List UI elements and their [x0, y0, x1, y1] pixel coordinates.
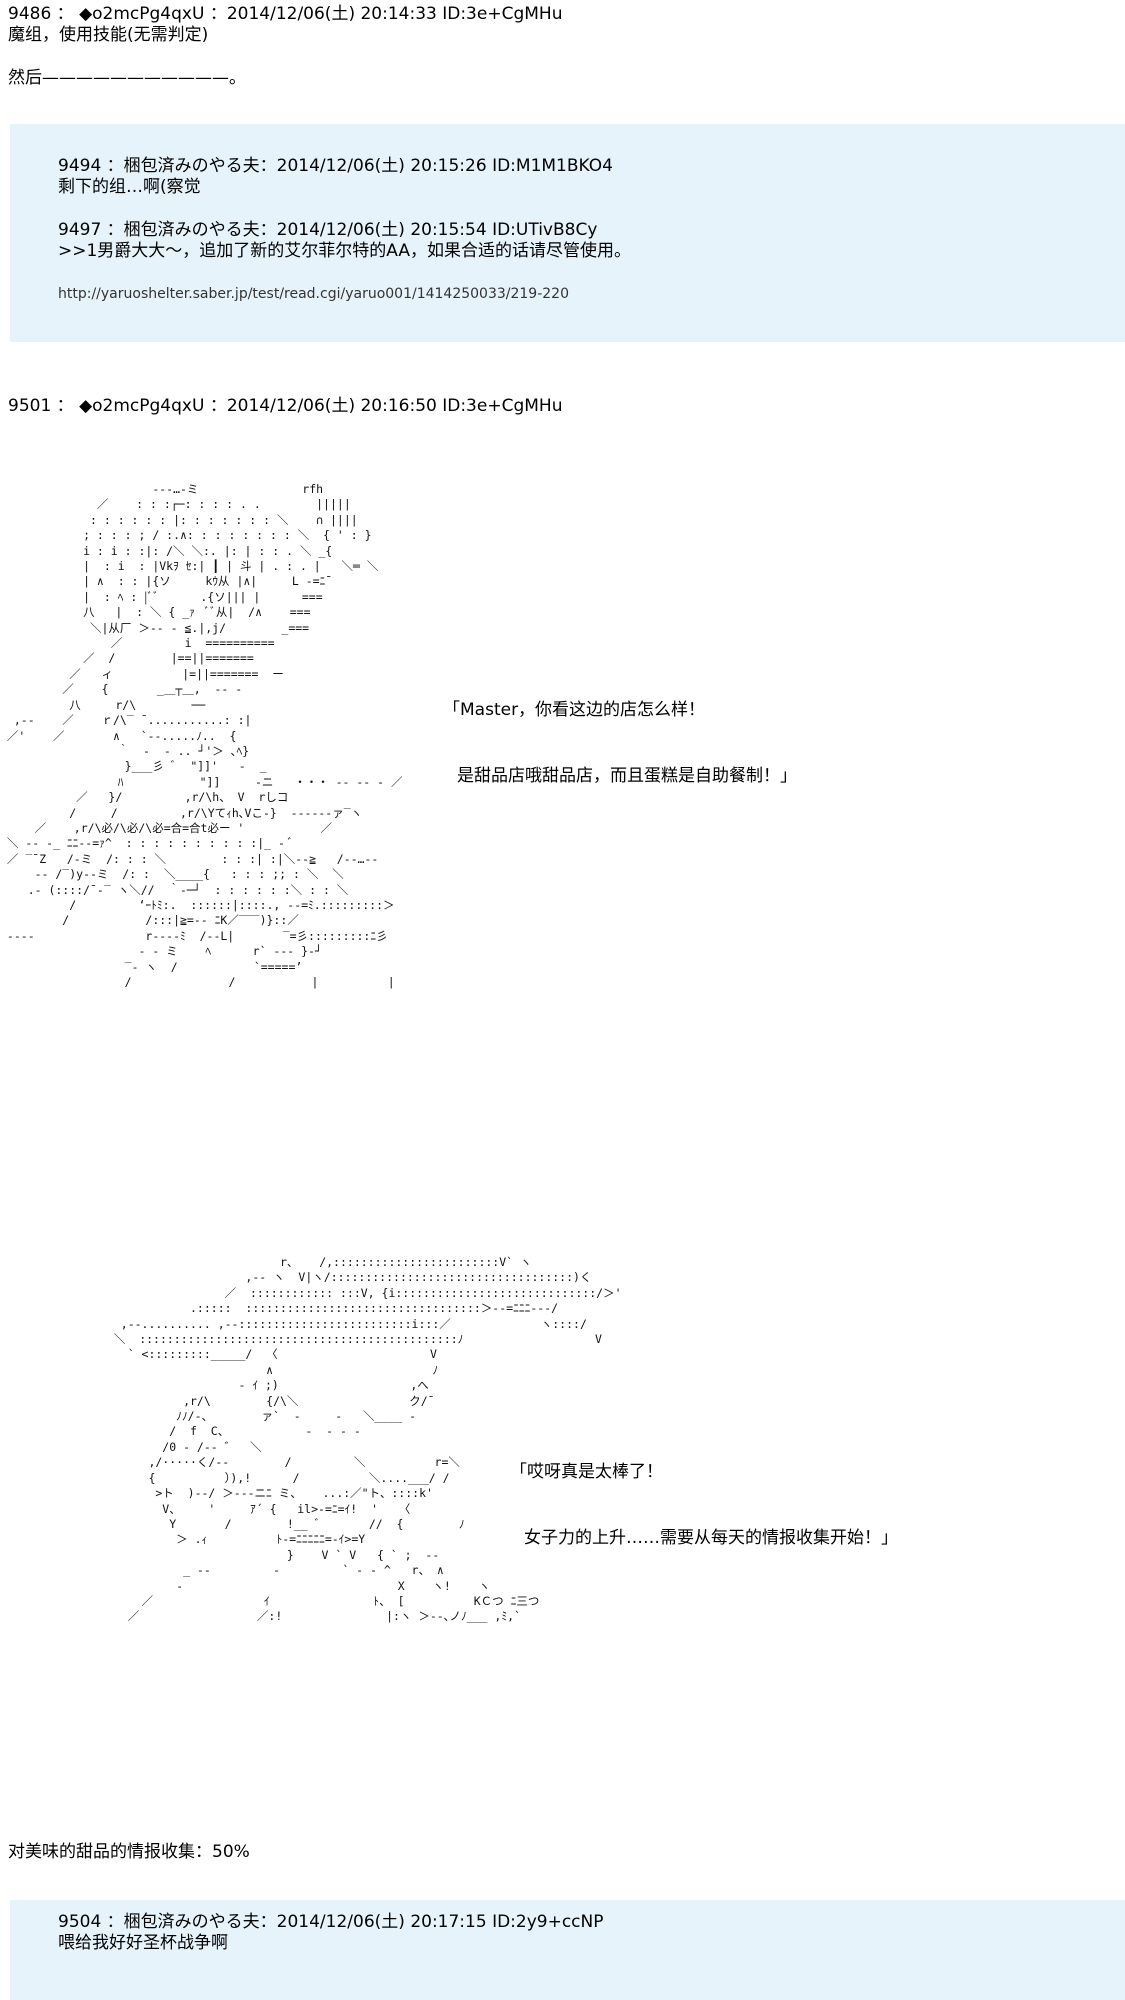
reply-quote-block: 9504 ：梱包済みのやる夫：2014/12/06(土) 20:17:15 ID…	[10, 1900, 1125, 2000]
info-gathering-status: 对美味的甜品的情报收集：50%	[8, 1842, 250, 1862]
post-body-line: 然后———————————。	[8, 68, 246, 88]
reply-body: 剩下的组…啊(察觉	[58, 177, 201, 197]
speech-bubble-1: 「Master，你看这边的店怎么样！ 是甜品店哦甜品店，而且蛋糕是自助餐制！」	[443, 655, 797, 809]
reply-body: >>1男爵大大～，追加了新的艾尔菲尔特的AA，如果合适的话请尽管使用。	[58, 241, 632, 261]
reply-header: 9497 ：梱包済みのやる夫：2014/12/06(土) 20:15:54 ID…	[58, 220, 598, 240]
post-header: 9486 ： ◆o2mcPg4qxU ：2014/12/06(土) 20:14:…	[8, 4, 563, 24]
ascii-art-character-2: r、 /,::::::::::::::::::::::::V` ヽ ,-- ヽ …	[113, 1255, 622, 1624]
reply-header: 9494 ：梱包済みのやる夫：2014/12/06(土) 20:15:26 ID…	[58, 156, 613, 176]
speech-line: 是甜品店哦甜品店，而且蛋糕是自助餐制！」	[457, 766, 797, 786]
ascii-art-character-1: ‐-‐…‐ミ rfh ／ : : :┌─: : : : . . ||||| : …	[6, 482, 403, 989]
post-body-line: 魔组，使用技能(无需判定)	[8, 25, 209, 45]
reply-body: 喂给我好好圣杯战争啊	[58, 1933, 228, 1953]
reply-quote-block: 9494 ：梱包済みのやる夫：2014/12/06(土) 20:15:26 ID…	[10, 124, 1125, 342]
speech-line: 「哎呀真是太棒了！	[510, 1462, 663, 1482]
post-9486: 9486 ： ◆o2mcPg4qxU ：2014/12/06(土) 20:14:…	[8, 4, 562, 89]
speech-line: 女子力的上升……需要从每天的情报收集开始！」	[524, 1528, 898, 1548]
post-header: 9501 ： ◆o2mcPg4qxU ：2014/12/06(土) 20:16:…	[8, 396, 563, 416]
speech-line: 「Master，你看这边的店怎么样！	[443, 700, 706, 720]
reply-header: 9504 ：梱包済みのやる夫：2014/12/06(土) 20:17:15 ID…	[58, 1912, 604, 1932]
post-9501: 9501 ： ◆o2mcPg4qxU ：2014/12/06(土) 20:16:…	[8, 396, 562, 417]
thread-link[interactable]: http://yaruoshelter.saber.jp/test/read.c…	[58, 286, 569, 302]
speech-bubble-2: 「哎呀真是太棒了！ 女子力的上升……需要从每天的情报收集开始！」	[510, 1417, 898, 1571]
post-footer: 对美味的甜品的情报收集：50%	[8, 1842, 250, 1863]
